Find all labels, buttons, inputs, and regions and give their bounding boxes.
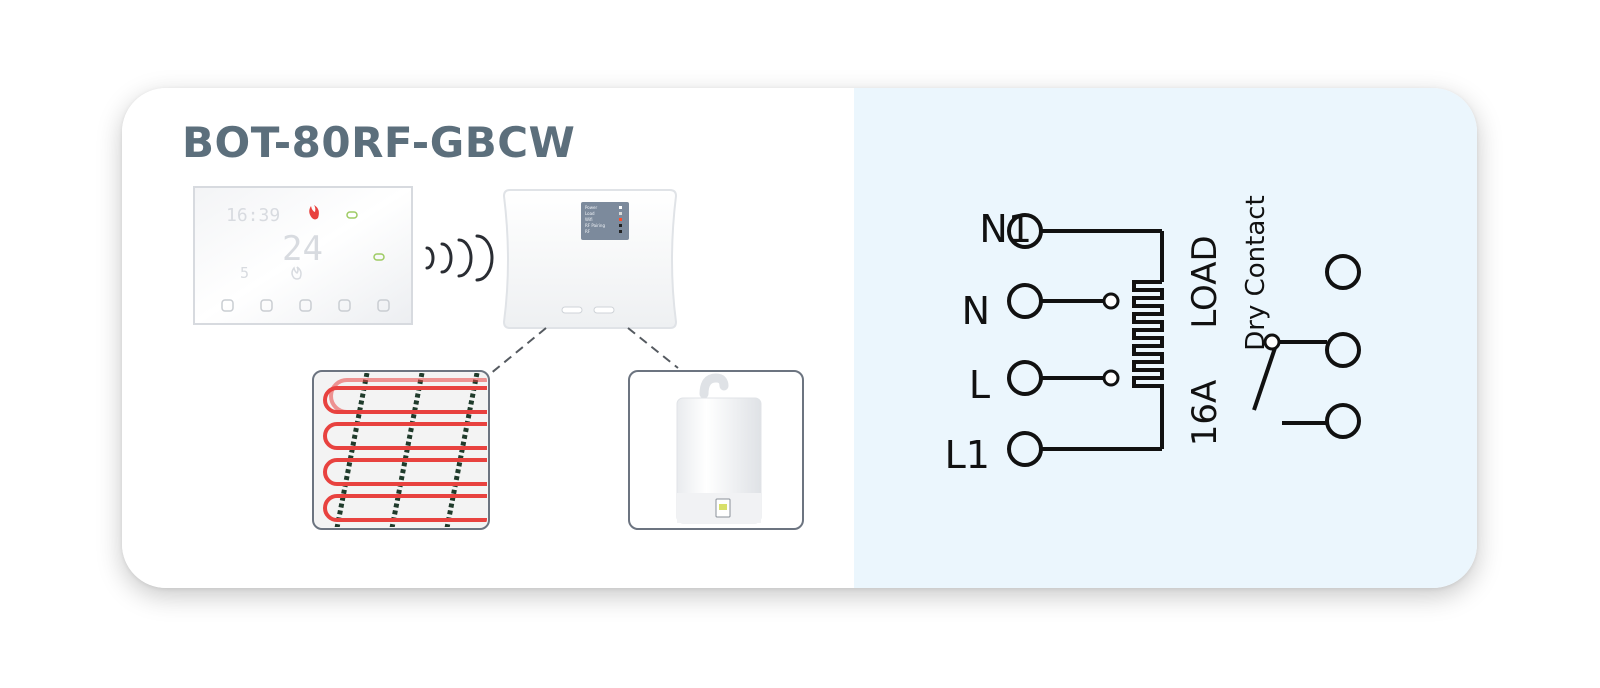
product-illustration: 16:39 24 5 P: [193, 186, 804, 530]
flame-icon: [291, 266, 302, 280]
terminal-label-l: L: [969, 363, 990, 407]
terminal-n: [1007, 283, 1043, 319]
heating-cable-image: [312, 370, 490, 530]
thermostat-setpoint: 24: [282, 229, 323, 269]
boiler-image: [628, 370, 804, 530]
wireless-signal-icon: [425, 234, 494, 282]
wiring-panel: [854, 88, 1477, 588]
thermostat-reading: 5: [240, 264, 249, 282]
thermostat-clock: 16:39: [226, 205, 280, 226]
terminal-label-l1: L1: [945, 433, 990, 477]
terminal-l1: [1007, 431, 1043, 467]
load-coil: [1132, 280, 1164, 398]
terminal-label-n: N: [962, 289, 990, 333]
flame-icon: [309, 205, 319, 220]
receiver-indicator-label: Wifi: [585, 217, 593, 222]
terminal-l: [1007, 360, 1043, 396]
dry-contact-terminal-1: [1325, 254, 1361, 290]
model-title: BOT-80RF-GBCW: [182, 118, 576, 167]
receiver-indicator-label: RF Pairing: [585, 223, 605, 228]
thermostat-touch-buttons: [221, 299, 390, 312]
dry-contact-switch-blade: [1252, 341, 1279, 411]
rating-label: 16A: [1185, 380, 1225, 447]
product-card: BOT-80RF-GBCW 16:39 24: [122, 88, 1477, 588]
dry-contact-terminal-2: [1325, 332, 1361, 368]
thermostat-panel: 16:39 24 5: [193, 186, 413, 325]
receiver-indicator-label: Power: [585, 205, 597, 210]
connector-lines: [483, 327, 679, 380]
dry-contact-terminal-3: [1325, 403, 1361, 439]
receiver-box: Power Load Wifi RF Pairing RF: [502, 189, 678, 329]
receiver-indicator-label: RF: [585, 229, 591, 234]
receiver-indicator-label: Load: [585, 211, 595, 216]
dry-contact-label: Dry Contact: [1241, 195, 1271, 351]
load-label: LOAD: [1185, 235, 1225, 328]
wiring-diagram: N1 N L L1 LOAD: [945, 195, 1361, 477]
